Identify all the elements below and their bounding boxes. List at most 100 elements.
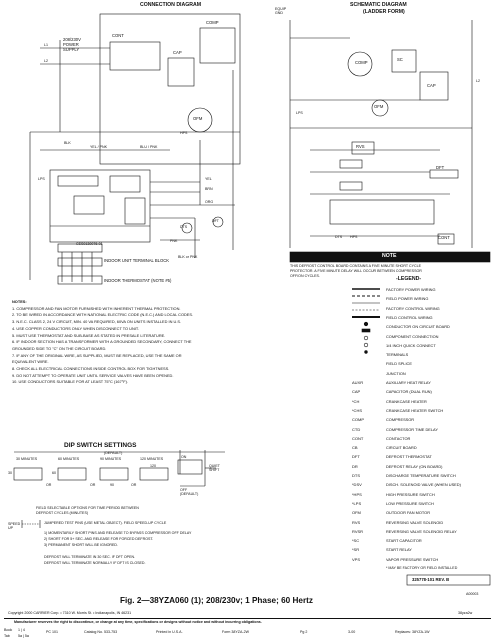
legend-symbol: VPS [352, 556, 361, 562]
page-number: Pg 2 [300, 630, 308, 634]
legend-symbol: CB [352, 445, 358, 451]
l2-label: L2 [44, 59, 48, 63]
indoor-thermostat-label: INDOOR THERMOSTAT (NOTE #5) [104, 278, 172, 283]
printed-in: Printed in U.S.A. [156, 630, 183, 634]
defrost-terminate: DEFROST WILL TERMINATE IN 30 SEC. IF DFT… [44, 554, 146, 566]
speedup-item: 2) SHORT FOR 5+ SEC. AND RELEASE FOR FOR… [44, 537, 154, 541]
legend-description: FIELD POWER WIRING [386, 296, 429, 302]
wire-blk-label: BLK [64, 141, 71, 145]
note-item: 1. COMPRESSOR AND FAN MOTOR FURNISHED WI… [12, 305, 181, 311]
power-supply-label: 208/230V POWER SUPPLY [63, 37, 81, 52]
legend-item: FIELD POWER WIRING [352, 295, 492, 302]
wire-yel-label: YEL [205, 177, 212, 181]
dip-option-120: 120 MINUTES [140, 457, 164, 461]
tab-label: Tab [4, 634, 10, 638]
legend-description: FIELD CONTROL WIRING [386, 314, 433, 320]
hps-label: HPS [180, 131, 188, 135]
legend-item: DFT DEFROST THERMOSTAT [352, 453, 492, 460]
figure-caption: Fig. 2—38YZA060 (1); 208/230v; 1 Phase; … [120, 596, 313, 605]
note-line: THIS DEFROST CONTROL BOARD CONTAINS A FI… [290, 264, 421, 268]
legend-description: VAPOR PRESSURE SWITCH [386, 556, 439, 562]
legend-symbol: OFM [352, 510, 361, 516]
schematic-cap-label: CAP [427, 83, 436, 88]
legend-item: FACTORY POWER WIRING [352, 286, 492, 293]
legend-footnote: * MAY BE FACTORY OR FIELD INSTALLED [386, 566, 458, 570]
legend-description: DEFROST THERMOSTAT [386, 454, 432, 460]
wire-org-label: ORG [205, 200, 214, 204]
legend-description: START CAPACITOR [386, 538, 422, 544]
dip-quiet-shift: QUIET SHIFT [209, 464, 220, 472]
wire-blu-pnk-label: BLU / PNK [140, 145, 158, 149]
legend-item: CONDUCTOR ON CIRCUIT BOARD [352, 323, 492, 330]
legend-item: FACTORY CONTROL WIRING [352, 305, 492, 312]
legend-description: COMPONENT CONNECTION [386, 333, 439, 339]
schematic-dts-label: DTS [335, 235, 343, 239]
equip-gnd-label: EQUIP GND [275, 7, 287, 15]
legend-item: OFM OUTDOOR FAN MOTOR [352, 509, 492, 516]
legend-symbol: *CHS [352, 407, 363, 413]
legend-description: CONTACTOR [386, 435, 411, 441]
legend-item: *CHS CRANKCASE HEATER SWITCH [352, 407, 492, 414]
l1-label: L1 [44, 43, 48, 47]
legend-symbol: *CH [352, 398, 360, 404]
legend-description: DEFROST RELAY (ON BOARD) [386, 463, 443, 469]
legend-item: COMP COMPRESSOR [352, 416, 492, 423]
replaces: Replaces: 38YZA-1W [395, 630, 430, 634]
legend-symbol: *DSV [352, 482, 362, 488]
connection-diagram-title: CONNECTION DIAGRAM [140, 2, 202, 8]
dip-title: DIP SWITCH SETTINGS [64, 442, 137, 449]
legend-description: FIELD SPLICE [386, 361, 412, 367]
legend-description: CIRCUIT BOARD [386, 445, 417, 451]
legend-description: OUTDOOR FAN MOTOR [386, 510, 431, 516]
catalog-number: Catalog No. 533-753 [84, 630, 118, 634]
note-item: 10. USE CONDUCTORS SUITABLE FOR AT LEAST… [12, 379, 129, 385]
legend-description: CAPACITOR (DUAL RUN) [386, 389, 432, 395]
legend-description: START RELAY [386, 547, 412, 553]
notes-block: NOTES: 1. COMPRESSOR AND FAN MOTOR FURNI… [12, 299, 193, 386]
legend-description: TERMINALS [386, 352, 409, 358]
indoor-terminal-block-label: INDOOR UNIT TERMINAL BLOCK [104, 258, 170, 263]
fan-motor-label: OFM [193, 116, 203, 121]
dip-option-90: 90 MINUTES [100, 457, 122, 461]
book-label: Book [4, 628, 13, 632]
note-line: PROTECTOR. A FIVE MINUTE DELAY WILL OCCU… [290, 269, 422, 273]
copyright: Copyright 2000 CARRIER Corp. • 7310 W. M… [8, 611, 132, 615]
dip-number-60: 60 [52, 471, 56, 475]
legend-description: LOW PRESSURE SWITCH [386, 500, 434, 506]
legend-symbol: RVSR [352, 528, 364, 534]
speedup-list: 1) MOMENTARILY SHORT PINS AND RELEASE TO… [44, 530, 191, 548]
legend-symbol: DFT [352, 454, 360, 460]
legend-symbol: *LPS [352, 500, 362, 506]
note-line: OFF/ON CYCLES. [290, 274, 320, 278]
legend-description: CRANKCASE HEATER SWITCH [386, 407, 444, 413]
schematic-comp-label: COMP [355, 60, 368, 65]
legend-item: *LPS LOW PRESSURE SWITCH [352, 500, 492, 507]
form-number: Form 38YZA-2W [222, 630, 249, 634]
legend-item: COMPONENT CONNECTION [352, 333, 492, 340]
note-item: 6. IF INDOOR SECTION HAS A TRANSFORMER W… [12, 339, 192, 345]
book-value: 1 | 4 [18, 628, 25, 632]
dip-on: ON [181, 455, 187, 459]
legend-symbol: CAP [352, 389, 361, 395]
dip-number-90: 90 [110, 483, 114, 487]
control-board-number: CES0130076-01 [76, 242, 103, 246]
legend-symbol: *SR [352, 547, 360, 553]
legend-item: 1/4 INCH QUICK CONNECT [352, 342, 492, 349]
legend-description: CONDUCTOR ON CIRCUIT BOARD [386, 324, 450, 330]
compressor-label: COMP [206, 20, 219, 25]
note-item: 3. N.E.C. CLASS 2, 24 V CIRCUIT, MIN. 40… [12, 319, 182, 325]
notes-title: NOTES: [12, 299, 27, 304]
schematic-dft-label: DFT [436, 165, 445, 170]
legend-symbol: COMP [352, 417, 364, 423]
legend-description: COMPRESSOR [386, 417, 415, 423]
note-item: 2. TO BE WIRED IN ACCORDANCE WITH NATION… [12, 312, 194, 318]
legend-description: DISCH. SOLENOID VALVE (WHEN USED) [386, 482, 461, 488]
schematic-rvs-label: RVS [356, 144, 365, 149]
